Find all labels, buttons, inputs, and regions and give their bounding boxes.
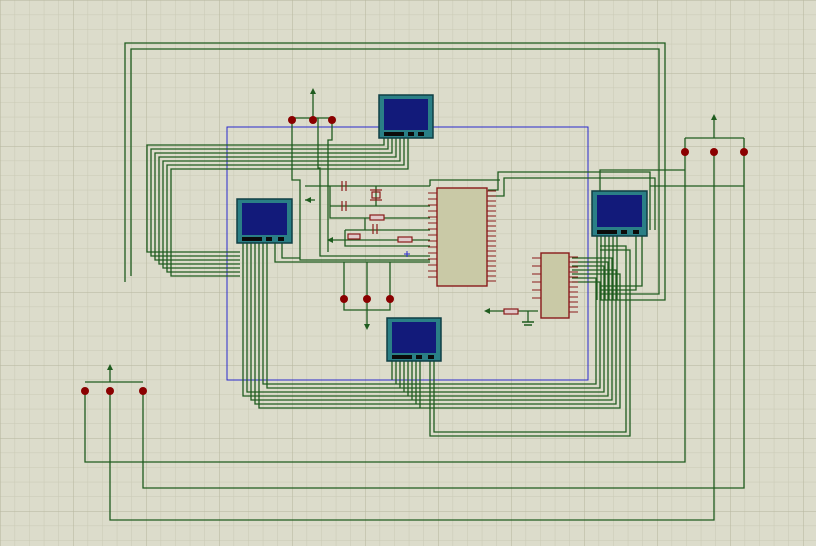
arrow-left-icon [305,197,311,203]
junction-group-left [81,387,147,395]
wires [84,42,745,521]
capacitor-icon [372,224,378,234]
junction-dot [386,295,394,303]
arrow-left-icon [484,308,490,314]
junction-dot [340,295,348,303]
resistor-icon [397,236,413,243]
junction-group-top-center [288,116,336,124]
resistor-icon [369,214,385,221]
lcd-top[interactable] [378,94,434,139]
junction-dot [106,387,114,395]
arrow-down-icon [364,324,370,330]
lcd-bottom[interactable] [386,317,442,362]
power-symbols [107,88,717,370]
lcd-right[interactable] [591,190,648,237]
arrow-up-icon [711,114,717,120]
capacitor-icon [341,201,347,211]
lcd-left[interactable] [236,198,293,244]
junction-dot [681,148,689,156]
junction-dot [81,387,89,395]
crystal-icon [370,189,382,201]
junction-dot [740,148,748,156]
resistor-icon [503,308,519,315]
junction-group-center-bottom [340,295,394,303]
junction-dot [309,116,317,124]
junction-group-right [681,148,748,156]
junction-dot [710,148,718,156]
ground-symbol [522,321,534,326]
junction-dot [288,116,296,124]
junction-dot [328,116,336,124]
arrow-up-icon [310,88,316,94]
passive-components [341,181,519,315]
capacitor-icon [341,181,347,191]
resistor-icon [347,233,361,240]
junction-dot [363,295,371,303]
arrow-up-icon [107,364,113,370]
arrow-left-icon [327,237,333,243]
junction-dot [139,387,147,395]
driver-ic-u2[interactable] [532,252,578,319]
microcontroller-u1[interactable] [428,187,496,287]
cursor-marker [404,251,410,257]
